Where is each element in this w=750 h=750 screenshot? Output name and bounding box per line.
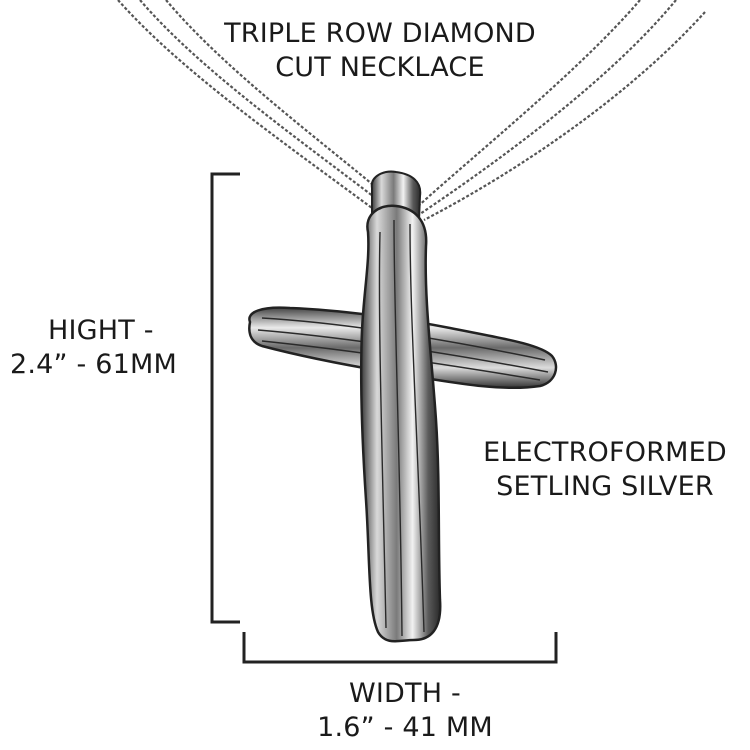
material-label-line2: SETLING SILVER bbox=[496, 471, 714, 502]
height-label: HIGHT - 2.4” - 61MM bbox=[10, 314, 210, 382]
width-label-line1: WIDTH - bbox=[349, 678, 461, 709]
necklace-chains-left bbox=[117, 0, 385, 209]
necklace-chains-right bbox=[415, 0, 706, 221]
height-label-line2: 2.4” - 61MM bbox=[10, 349, 177, 380]
necklace-label-line2: CUT NECKLACE bbox=[275, 52, 485, 83]
vertical-beam-grain bbox=[378, 219, 425, 637]
width-label: WIDTH - 1.6” - 41 MM bbox=[290, 677, 520, 745]
material-label-line1: ELECTROFORMED bbox=[483, 437, 727, 468]
height-label-line1: HIGHT - bbox=[48, 315, 154, 346]
width-bracket bbox=[242, 632, 558, 664]
height-bracket bbox=[210, 172, 240, 624]
necklace-label: TRIPLE ROW DIAMOND CUT NECKLACE bbox=[190, 17, 570, 85]
material-label: ELECTROFORMED SETLING SILVER bbox=[470, 436, 740, 504]
necklace-label-line1: TRIPLE ROW DIAMOND bbox=[224, 18, 536, 49]
width-label-line2: 1.6” - 41 MM bbox=[317, 712, 493, 743]
